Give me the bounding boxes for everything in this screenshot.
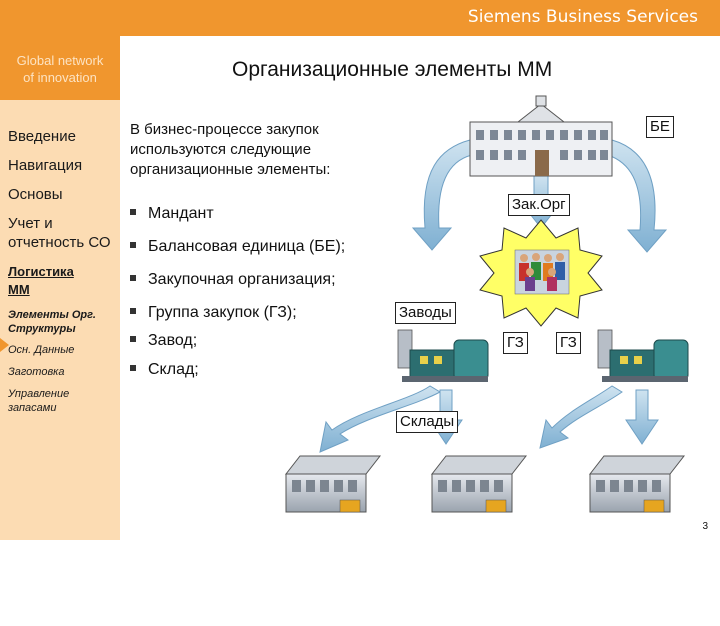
slide-title: Организационные элементы ММ [232, 58, 553, 81]
page-number: 3 [702, 521, 708, 532]
intro-text: В бизнес-процессе закупок используются с… [130, 121, 331, 178]
sidebar-item-navigation[interactable]: Навигация [8, 157, 83, 174]
plants-label: Заводы [395, 302, 456, 324]
sidebar-item-logistics-line2[interactable]: ММ [8, 282, 30, 297]
sidebar-item-inventory-line1[interactable]: Управление [8, 388, 70, 400]
sidebar-item-org-elements-line2[interactable]: Структуры [8, 323, 76, 335]
sidebar-item-master-data[interactable]: Осн. Данные [8, 344, 75, 356]
purchasing-org-label: Зак.Орг [508, 194, 570, 216]
sidebar-item-accounting-line2[interactable]: отчетность СО [8, 234, 111, 251]
arrow-plant-right-to-warehouses-icon [539, 385, 659, 449]
top-bar: Siemens Business Services [0, 0, 720, 36]
bullet-square-icon [130, 364, 136, 371]
bullet-square-icon [130, 208, 136, 215]
plant-right-icon [597, 329, 689, 382]
sidebar-item-logistics-line1[interactable]: Логистика [8, 264, 74, 279]
bullet-item: Завод; [130, 332, 197, 350]
company-code-label: БЕ [646, 116, 674, 138]
tagline-line-1: Global network [16, 53, 104, 68]
purchasing-group-1-label: ГЗ [503, 332, 528, 354]
warehouses-label: Склады [396, 411, 459, 433]
current-item-marker-icon [0, 338, 9, 352]
tagline-line-2: of innovation [23, 70, 97, 85]
bullet-square-icon [130, 335, 136, 342]
arrow-right-icon [607, 139, 668, 253]
brand-name: Siemens Business Services [467, 7, 698, 27]
purchasing-group-2-label: ГЗ [556, 332, 581, 354]
arrow-left-icon [411, 139, 473, 251]
bullet-square-icon [130, 307, 136, 314]
bullet-item: Склад; [130, 361, 199, 379]
sidebar-item-inventory-line2[interactable]: запасами [8, 402, 57, 414]
sidebar-item-procurement[interactable]: Заготовка [8, 366, 65, 378]
bullet-item: Группа закупок (ГЗ); [130, 304, 297, 322]
bullet-item: Мандант [130, 205, 214, 223]
bullet-square-icon [130, 241, 136, 248]
warehouse-2-icon [430, 455, 528, 513]
sidebar-item-org-elements-line1[interactable]: Элементы Орг. [8, 309, 96, 321]
company-building-icon [469, 95, 613, 177]
sidebar: SIEMENS [0, 100, 120, 625]
purchasing-org-starburst-icon [479, 219, 603, 327]
org-structure-diagram [284, 95, 689, 513]
plant-left-icon [397, 329, 489, 382]
sidebar-item-basics[interactable]: Основы [8, 186, 63, 203]
warehouse-1-icon [284, 455, 382, 513]
bullet-square-icon [130, 274, 136, 281]
warehouse-3-icon [588, 455, 686, 513]
sidebar-item-accounting-line1[interactable]: Учет и [8, 215, 53, 232]
siemens-logo: SIEMENS [14, 604, 107, 625]
tagline: Global network of innovation [0, 52, 120, 86]
bullet-item: Закупочная организация; [130, 271, 336, 289]
sidebar-header [0, 36, 120, 100]
bullet-item: Балансовая единица (БЕ); [130, 238, 345, 256]
sidebar-item-intro[interactable]: Введение [8, 128, 76, 145]
